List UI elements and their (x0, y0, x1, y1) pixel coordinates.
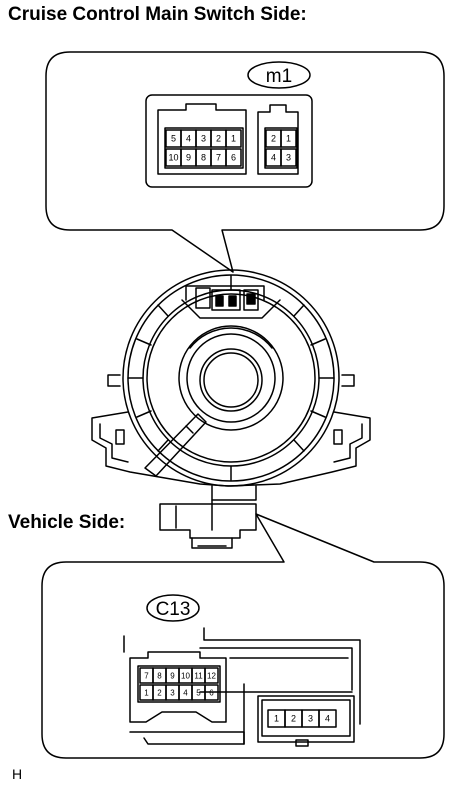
pin-number: 3 (201, 134, 206, 144)
pin-number: 7 (216, 153, 221, 163)
pin-number: 2 (157, 688, 162, 697)
pin-number: 11 (194, 671, 203, 680)
pin-number: 6 (231, 153, 236, 163)
pin-number: 4 (271, 153, 276, 163)
c13-label: C13 (156, 599, 191, 620)
pin-cell (204, 684, 219, 701)
pin-number: 5 (171, 134, 176, 144)
pin-number: 4 (325, 714, 330, 724)
title-cruise-switch-side: Cruise Control Main Switch Side: (8, 4, 307, 25)
pin-number: 3 (286, 153, 291, 163)
callout-bubble-m1 (45, 51, 445, 273)
pin-number: 1 (274, 714, 279, 724)
pin-number: 4 (186, 134, 191, 144)
pin-number: 10 (181, 671, 190, 680)
m1-label: m1 (266, 66, 292, 87)
pin-number: 8 (201, 153, 206, 163)
c13-label-oval (146, 594, 200, 622)
pin-cell (204, 667, 219, 684)
pin-number: 9 (170, 671, 175, 680)
pin-number: 2 (216, 134, 221, 144)
pin-cell (225, 148, 242, 167)
pin-number: 2 (291, 714, 296, 724)
figure-code: H (12, 766, 23, 782)
pin-number: 3 (308, 714, 313, 724)
pin-cell (280, 129, 297, 148)
callout-bubble-c13 (41, 513, 445, 759)
m1-label-oval (247, 61, 311, 89)
pin-number: 3 (170, 688, 175, 697)
pin-number: 6 (209, 688, 214, 697)
m1-connector-housing (145, 94, 313, 188)
pin-number: 5 (196, 688, 201, 697)
pin-cell (318, 709, 337, 728)
pin-cell (225, 129, 242, 148)
pin-cell (280, 148, 297, 167)
pin-number: 12 (207, 671, 216, 680)
pin-number: 10 (168, 153, 178, 163)
pin-number: 4 (183, 688, 188, 697)
pin-number: 2 (271, 134, 276, 144)
pin-number: 8 (157, 671, 162, 680)
pin-number: 1 (231, 134, 236, 144)
pin-number: 1 (144, 688, 149, 697)
pin-number: 1 (286, 134, 291, 144)
title-vehicle-side: Vehicle Side: (8, 512, 126, 533)
spiral-cable-assembly (91, 269, 371, 549)
pin-number: 7 (144, 671, 149, 680)
pin-number: 9 (186, 153, 191, 163)
